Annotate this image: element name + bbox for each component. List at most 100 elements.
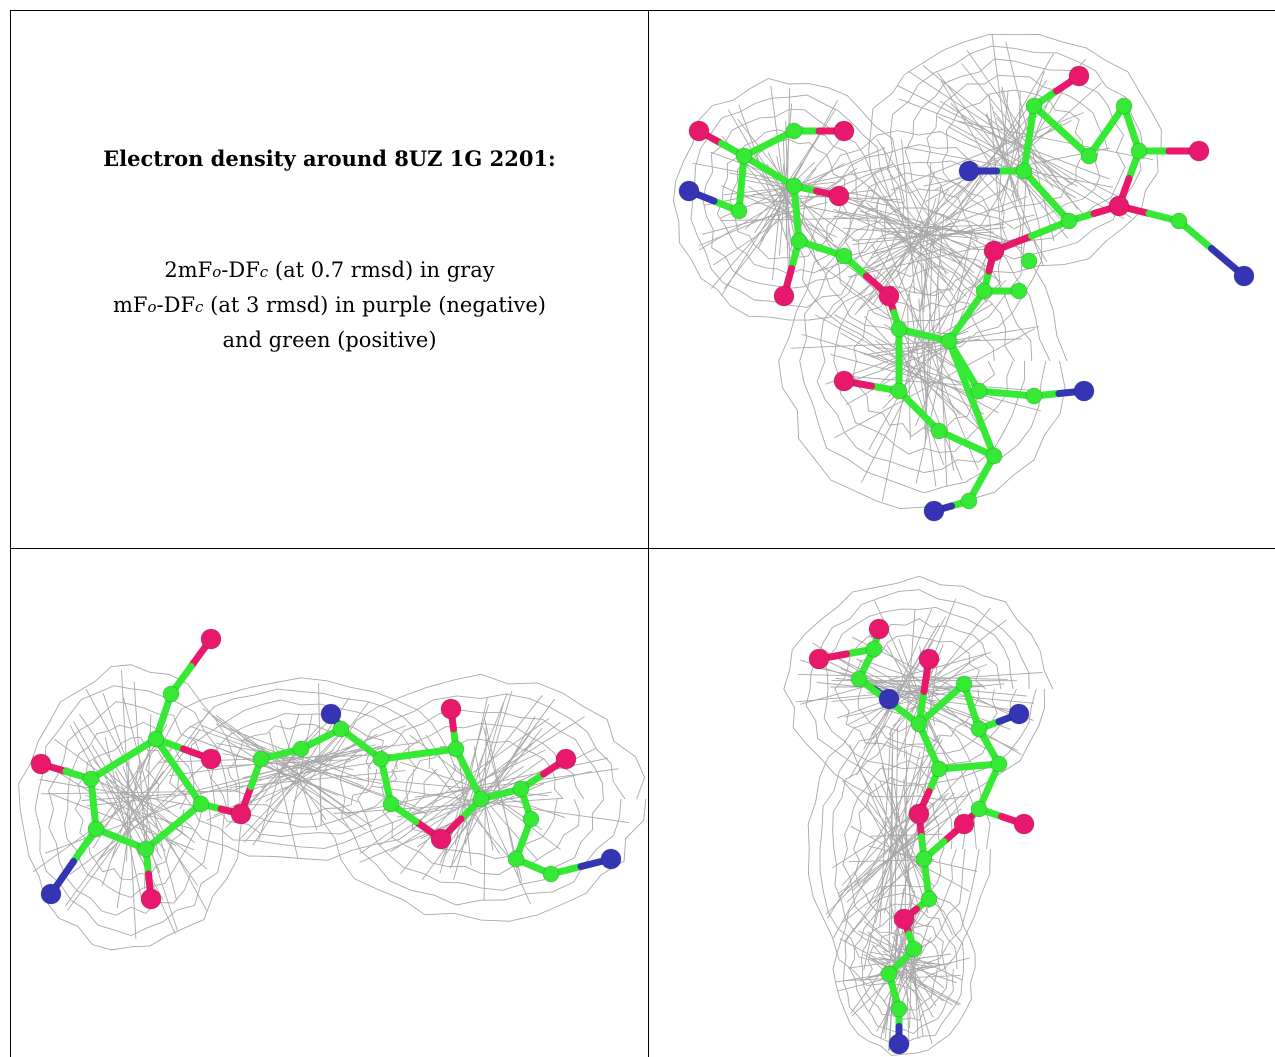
oxygen-atom [773,285,795,307]
oxygen-atom [908,803,930,825]
oxygen-atom [1108,195,1130,217]
oxygen-atom [868,618,890,640]
carbon-atom [147,730,165,748]
nitrogen-atom [678,180,700,202]
nitrogen-atom [888,1033,910,1055]
oxygen-atom [878,285,900,307]
carbon-atom [920,890,938,908]
carbon-atom [785,122,803,140]
molecule-model [808,618,1035,1055]
legend-text: 2mFo-DFc (at 0.7 rmsd) in gray mFo-DFc (… [11,254,648,357]
oxygen-atom [555,748,577,770]
carbon-atom [1015,162,1033,180]
nitrogen-atom [1073,380,1095,402]
oxygen-atom [200,748,222,770]
nitrogen-atom [1008,703,1030,725]
carbon-atom [940,332,958,350]
carbon-atom [1115,97,1133,115]
legend-line-3: and green (positive) [222,328,437,352]
carbon-atom [1020,252,1038,270]
table-divider-vertical [648,10,649,1057]
oxygen-atom [1188,140,1210,162]
oxygen-atom [983,240,1005,262]
table-border-left [10,10,11,1057]
legend-line-2fo: 2mFo-DFc (at 0.7 rmsd) in gray [164,258,495,282]
density-render-2 [18,628,647,951]
oxygen-atom [893,908,915,930]
nitrogen-atom [958,160,980,182]
oxygen-atom [1013,813,1035,835]
oxygen-atom [200,628,222,650]
carbon-atom [905,940,923,958]
carbon-atom [372,750,390,768]
carbon-atom [930,422,948,440]
carbon-atom [1080,147,1098,165]
carbon-atom [447,740,465,758]
molecule-model [678,65,1255,522]
carbon-atom [915,850,933,868]
carbon-atom [735,147,753,165]
oxygen-atom [430,828,452,850]
carbon-atom [835,247,853,265]
carbon-atom [542,865,560,883]
oxygen-atom [833,120,855,142]
carbon-atom [985,447,1003,465]
carbon-atom [82,770,100,788]
carbon-atom [790,232,808,250]
table-border-top [10,10,1275,11]
carbon-atom [192,795,210,813]
carbon-atom [1060,212,1078,230]
carbon-atom [1025,97,1043,115]
carbon-atom [975,282,993,300]
carbon-atom [970,382,988,400]
oxygen-atom [440,698,462,720]
table-divider-horizontal [10,548,1275,549]
carbon-atom [880,965,898,983]
carbon-atom [890,320,908,338]
carbon-atom [1025,387,1043,405]
molecule-model [30,628,622,910]
carbon-atom [955,675,973,693]
carbon-atom [850,670,868,688]
carbon-atom [730,202,748,220]
legend-line-fo: mFo-DFc (at 3 rmsd) in purple (negative) [113,293,546,317]
density-mesh [672,33,1162,510]
oxygen-atom [688,120,710,142]
oxygen-atom [30,753,52,775]
carbon-atom [890,1000,908,1018]
carbon-atom [332,720,350,738]
carbon-atom [162,685,180,703]
carbon-atom [522,810,540,828]
oxygen-atom [918,648,940,670]
oxygen-atom [230,803,252,825]
nitrogen-atom [320,703,342,725]
carbon-atom [970,720,988,738]
oxygen-atom [833,370,855,392]
nitrogen-atom [923,500,945,522]
carbon-atom [890,382,908,400]
density-render-1 [672,33,1255,522]
carbon-atom [512,780,530,798]
carbon-atom [137,840,155,858]
view-top-right [649,11,1275,548]
carbon-atom [865,640,883,658]
carbon-atom [960,492,978,510]
carbon-atom [507,850,525,868]
view-bottom-left [11,549,648,1057]
carbon-atom [1010,282,1028,300]
carbon-atom [785,177,803,195]
nitrogen-atom [1233,265,1255,287]
oxygen-atom [808,648,830,670]
carbon-atom [910,715,928,733]
nitrogen-atom [40,883,62,905]
carbon-atom [970,800,988,818]
carbon-atom [930,760,948,778]
oxygen-atom [953,813,975,835]
carbon-atom [292,740,310,758]
carbon-atom [1130,142,1148,160]
oxygen-atom [1068,65,1090,87]
carbon-atom [382,795,400,813]
carbon-atom [1170,212,1188,230]
nitrogen-atom [600,848,622,870]
view-bottom-right [649,549,1275,1057]
